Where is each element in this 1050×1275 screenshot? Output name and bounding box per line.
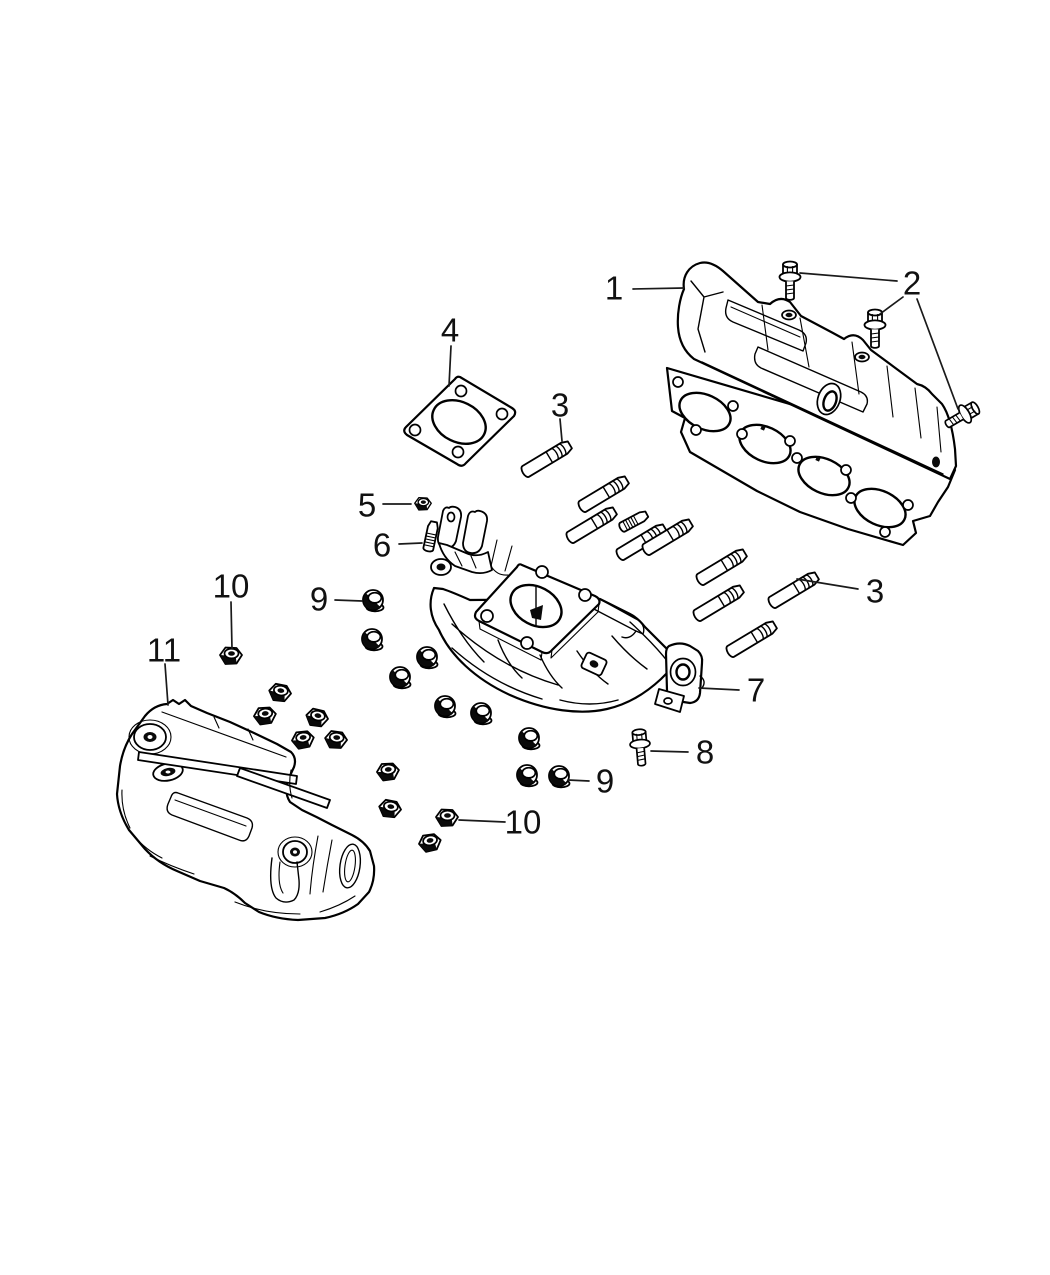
cap-nut bbox=[518, 727, 541, 751]
callout-3-manifold-stud: 3 bbox=[866, 573, 884, 610]
hex-flange-nut bbox=[303, 706, 331, 729]
shield-mount-boss bbox=[128, 719, 172, 755]
leader-line-layer bbox=[164, 272, 959, 823]
callout-4-flange-gasket: 4 bbox=[441, 312, 459, 349]
leader-line-9-cap-nut bbox=[334, 599, 363, 602]
manifold-sensor-port bbox=[430, 558, 452, 576]
callout-8-manifold-bolt: 8 bbox=[696, 734, 714, 771]
exhaust-stud bbox=[518, 438, 575, 480]
callout-3-manifold-stud: 3 bbox=[551, 387, 569, 424]
hex-flange-bolt bbox=[863, 308, 887, 349]
callout-9-cap-nut: 9 bbox=[596, 763, 614, 800]
callout-10-hex-flange-nut: 10 bbox=[213, 568, 250, 605]
hex-flange-nut bbox=[414, 496, 432, 511]
callout-5-small-nut: 5 bbox=[358, 487, 376, 524]
exhaust-stud bbox=[563, 504, 620, 546]
manifold-outlet-flange bbox=[654, 642, 705, 713]
leader-line-3-manifold-stud bbox=[559, 418, 563, 442]
callout-7-exhaust-manifold: 7 bbox=[747, 672, 765, 709]
leader-line-2-heat-shield-bolts bbox=[916, 298, 959, 410]
hex-flange-nut bbox=[219, 646, 243, 665]
cap-nut bbox=[548, 765, 571, 789]
cap-nut bbox=[416, 646, 439, 670]
lower-heat-shield bbox=[115, 698, 376, 922]
manifold-boss bbox=[580, 651, 608, 677]
leader-line-3-manifold-stud bbox=[796, 578, 859, 590]
leader-line-2-heat-shield-bolts bbox=[799, 272, 898, 282]
leader-line-10-hex-flange-nut bbox=[458, 819, 506, 823]
exhaust-stud bbox=[723, 618, 780, 660]
gasket-bolt-holes bbox=[672, 376, 914, 538]
cap-nut bbox=[361, 628, 384, 652]
exhaust-stud bbox=[690, 582, 747, 624]
hex-flange-nut bbox=[290, 729, 316, 751]
hex-flange-nut bbox=[252, 705, 278, 727]
callout-1-upper-heat-shield: 1 bbox=[605, 270, 623, 307]
cap-nut bbox=[516, 764, 539, 788]
exhaust-stud bbox=[765, 569, 822, 611]
hex-flange-bolt bbox=[627, 727, 653, 768]
manifold-inlet-flange bbox=[473, 563, 601, 661]
hex-flange-nut bbox=[375, 761, 401, 782]
shield-mount-boss-right bbox=[277, 836, 313, 868]
cap-nut bbox=[470, 702, 493, 726]
leader-line-4-flange-gasket bbox=[448, 345, 452, 387]
flange-gasket bbox=[403, 375, 517, 467]
shield-bolt-boss bbox=[781, 309, 870, 363]
upper-heat-shield bbox=[676, 261, 958, 481]
leader-line-9-cap-nut bbox=[567, 779, 590, 782]
manifold-fork-arms bbox=[436, 505, 513, 576]
hex-flange-nut bbox=[435, 808, 459, 827]
leader-line-2-heat-shield-bolts bbox=[879, 296, 904, 315]
gasket-exhaust-ports bbox=[678, 391, 907, 529]
leader-line-11-lower-heat-shield bbox=[164, 663, 169, 706]
hex-flange-nut bbox=[267, 682, 293, 704]
hex-flange-nut bbox=[377, 798, 403, 820]
leader-line-7-exhaust-manifold bbox=[698, 687, 740, 691]
leader-line-10-hex-flange-nut bbox=[230, 601, 233, 650]
exhaust-stud-short bbox=[421, 519, 440, 554]
exhaust-stud-short bbox=[616, 508, 651, 534]
callout-10-hex-flange-nut: 10 bbox=[505, 804, 542, 841]
shield-oval-boss bbox=[152, 762, 184, 782]
leader-line-1-upper-heat-shield bbox=[632, 287, 685, 290]
upper-manifold-gasket bbox=[665, 366, 957, 547]
exhaust-manifold bbox=[429, 505, 705, 713]
callout-9-cap-nut: 9 bbox=[310, 581, 328, 618]
leader-line-8-manifold-bolt bbox=[650, 750, 689, 753]
exhaust-stud bbox=[575, 473, 632, 515]
hex-flange-nut bbox=[323, 729, 349, 750]
cap-nut bbox=[434, 695, 457, 719]
cap-nut bbox=[362, 589, 385, 613]
cap-nut bbox=[389, 666, 412, 690]
callout-11-lower-heat-shield: 11 bbox=[147, 632, 181, 669]
hex-flange-bolt bbox=[778, 260, 802, 301]
leader-line-6-small-stud bbox=[398, 542, 423, 545]
hex-flange-nut bbox=[416, 831, 444, 854]
callout-6-small-stud: 6 bbox=[373, 527, 391, 564]
callout-2-heat-shield-bolts: 2 bbox=[903, 265, 921, 302]
exhaust-stud bbox=[693, 546, 750, 588]
